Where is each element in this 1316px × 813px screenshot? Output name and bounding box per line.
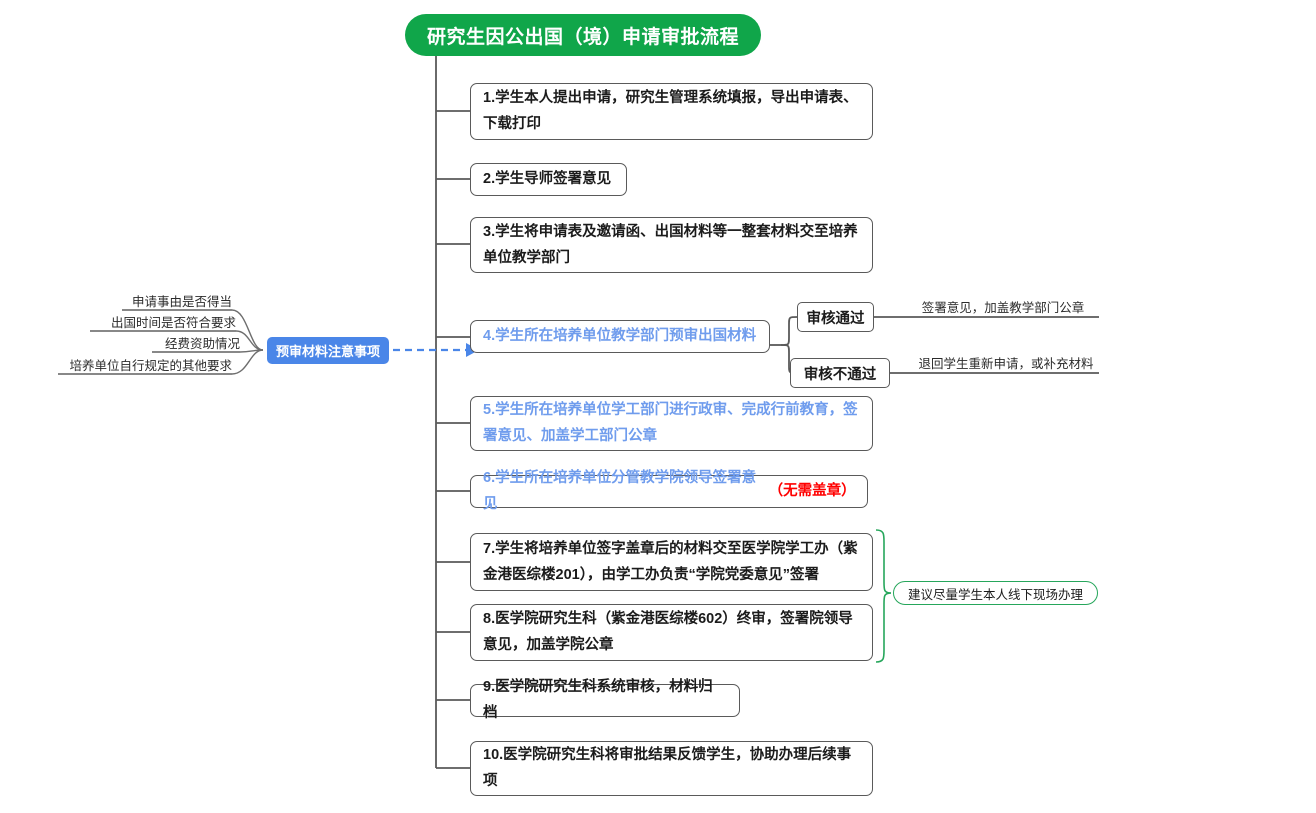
page-title: 研究生因公出国（境）申请审批流程 bbox=[405, 14, 762, 56]
step-1-text: 1.学生本人提出申请，研究生管理系统填报，导出申请表、下载打印 bbox=[483, 90, 858, 132]
note-item-1: 申请事由是否得当 bbox=[131, 295, 232, 309]
step-box-10[interactable]: 10.医学院研究生科将审批结果反馈学生，协助办理后续事项 bbox=[470, 741, 873, 796]
decision-pass-label: 审核通过 bbox=[806, 310, 865, 327]
step-box-1[interactable]: 1.学生本人提出申请，研究生管理系统填报，导出申请表、下载打印 bbox=[470, 83, 873, 140]
decision-fail-label: 审核不通过 bbox=[803, 366, 877, 383]
step-3-text: 3.学生将申请表及邀请函、出国材料等一整套材料交至培养单位教学部门 bbox=[483, 223, 858, 266]
step-9-text: 9.医学院研究生科系统审核，材料归档 bbox=[483, 679, 713, 721]
note-item-2: 出国时间是否符合要求 bbox=[110, 316, 236, 330]
outcome-label-pass: 签署意见，加盖教学部门公章 bbox=[921, 301, 1085, 315]
step-box-9[interactable]: 9.医学院研究生科系统审核，材料归档 bbox=[470, 679, 740, 721]
step-6-suffix: （无需盖章） bbox=[768, 483, 856, 499]
step-box-5[interactable]: 5.学生所在培养单位学工部门进行政审、完成行前教育，签署意见、加盖学工部门公章 bbox=[470, 396, 873, 451]
decision-box-pass[interactable]: 审核通过 bbox=[797, 302, 874, 332]
advice-pill-label: 建议尽量学生本人线下现场办理 bbox=[908, 587, 1084, 602]
prereview-note-box[interactable]: 预审材料注意事项 bbox=[267, 337, 389, 364]
step-6-text: 6.学生所在培养单位分管教学院领导签署意见 bbox=[483, 470, 757, 512]
advice-pill[interactable]: 建议尽量学生本人线下现场办理 bbox=[893, 581, 1099, 605]
outcome-label-fail: 退回学生重新申请，或补充材料 bbox=[918, 357, 1094, 371]
note-item-3: 经费资助情况 bbox=[164, 337, 240, 351]
prereview-note-label: 预审材料注意事项 bbox=[275, 344, 380, 359]
step-box-3[interactable]: 3.学生将申请表及邀请函、出国材料等一整套材料交至培养单位教学部门 bbox=[470, 217, 873, 273]
decision-box-fail[interactable]: 审核不通过 bbox=[790, 358, 890, 388]
step-box-4[interactable]: 4.学生所在培养单位教学部门预审出国材料 bbox=[470, 320, 770, 353]
step-box-6[interactable]: 6.学生所在培养单位分管教学院领导签署意见 （无需盖章） bbox=[470, 470, 868, 512]
step-box-2[interactable]: 2.学生导师签署意见 bbox=[470, 163, 627, 196]
advice-brace bbox=[875, 529, 892, 663]
step-2-text: 2.学生导师签署意见 bbox=[483, 171, 612, 187]
fork-step4-upper bbox=[780, 316, 798, 346]
step-box-7[interactable]: 7.学生将培养单位签字盖章后的材料交至医学院学工办（紫金港医综楼201），由学工… bbox=[470, 533, 873, 591]
step-4-text: 4.学生所在培养单位教学部门预审出国材料 bbox=[483, 328, 757, 344]
step-10-text: 10.医学院研究生科将审批结果反馈学生，协助办理后续事项 bbox=[483, 747, 852, 789]
step-5-text: 5.学生所在培养单位学工部门进行政审、完成行前教育，签署意见、加盖学工部门公章 bbox=[483, 402, 858, 444]
note-item-4: 培养单位自行规定的其他要求 bbox=[69, 359, 232, 373]
note-arrow bbox=[393, 343, 479, 357]
step-7-text: 7.学生将培养单位签字盖章后的材料交至医学院学工办（紫金港医综楼201），由学工… bbox=[483, 540, 858, 583]
step-box-8[interactable]: 8.医学院研究生科（紫金港医综楼602）终审，签署院领导意见，加盖学院公章 bbox=[470, 604, 873, 661]
step-8-text: 8.医学院研究生科（紫金港医综楼602）终审，签署院领导意见，加盖学院公章 bbox=[483, 611, 853, 653]
